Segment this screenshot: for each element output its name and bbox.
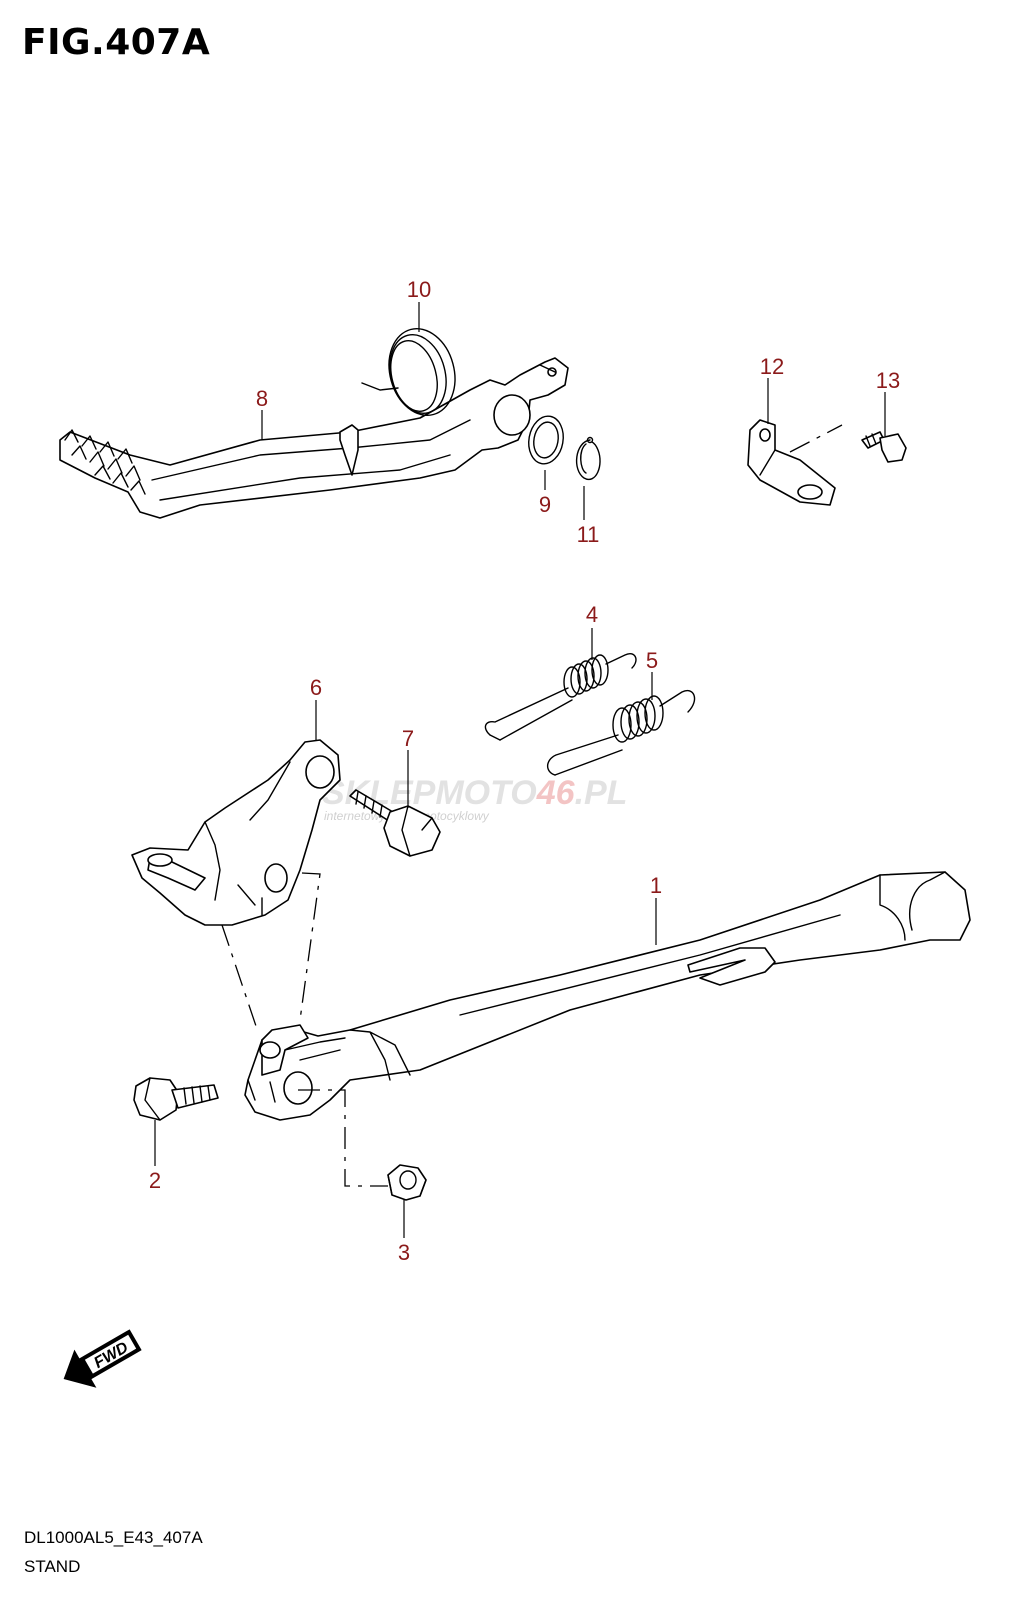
callout-4: 4 [586,602,598,627]
stand-bolt-part [133,1077,219,1121]
fwd-arrow-icon: FWD [63,1329,142,1388]
small-bolt-part [861,431,907,463]
callout-8: 8 [256,386,268,411]
callout-1: 1 [650,873,662,898]
return-spring-part [361,327,456,417]
callout-labels: 1 2 3 4 5 6 7 8 9 10 11 12 13 [149,277,900,1265]
circlip-part [575,436,601,481]
callout-12: 12 [760,354,784,379]
stand-nut-part [387,1164,427,1201]
footpeg-teeth [64,429,146,495]
callout-5: 5 [646,648,658,673]
o-ring-part [528,415,564,465]
watermark: SKLEPMOTO46.PL internetowy sklep motocyk… [322,774,627,823]
assembly-lines [221,872,388,1187]
watermark-brand-b: 46 [536,774,576,812]
callout-6: 6 [310,675,322,700]
spring-upper-part [484,653,637,741]
figure-name: STAND [24,1557,81,1576]
pivot-bolt-part [349,789,441,857]
callout-9: 9 [539,492,551,517]
callout-2: 2 [149,1168,161,1193]
callout-7: 7 [402,726,414,751]
figure-title: FIG.407A [22,22,211,63]
svg-text:SKLEPMOTO46.PL: SKLEPMOTO46.PL [322,774,627,812]
watermark-brand-c: .PL [575,774,628,812]
side-stand-part [244,871,971,1121]
stand-bracket-part [131,739,341,926]
callout-3: 3 [398,1240,410,1265]
model-code: DL1000AL5_E43_407A [24,1528,203,1547]
leader-lines [154,302,886,1238]
brake-pedal-part [59,357,569,519]
callout-13: 13 [876,368,900,393]
callout-11: 11 [577,522,600,547]
spring-lower-part [546,689,696,776]
callout-10: 10 [407,277,431,302]
bracket-part [747,419,843,506]
